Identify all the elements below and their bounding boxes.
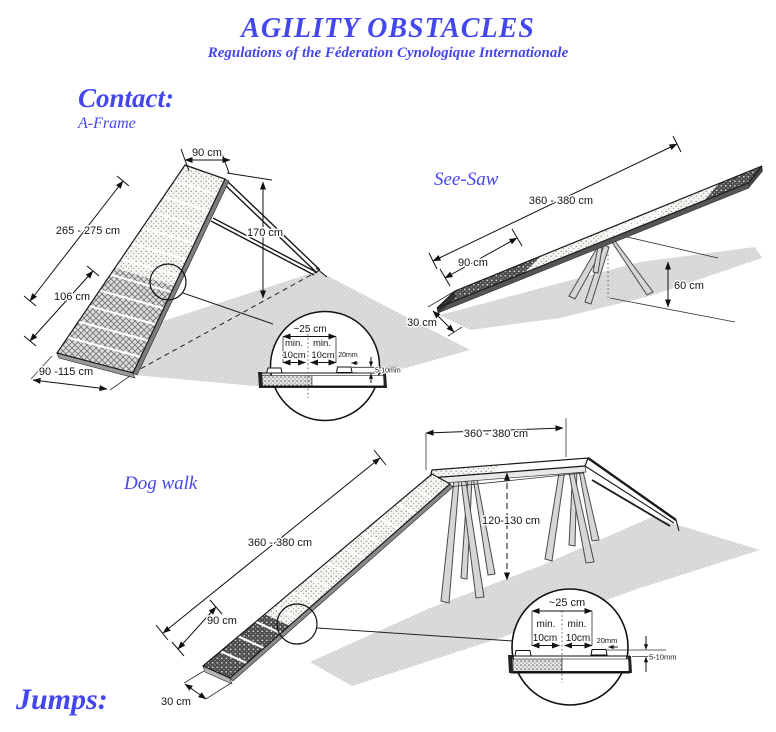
aframe-contact-zone-label: 106 cm: [54, 291, 90, 303]
dogwalk-down-ramp: [584, 457, 680, 532]
dogwalk-contact-zone-label: 90 cm: [207, 615, 237, 627]
aframe-height-label: 170 cm: [247, 227, 283, 239]
seesaw-dimensions: 360 - 380 cm 90 cm 60 cm 30 cm: [406, 135, 705, 337]
slat-left: [265, 367, 283, 374]
seesaw-length-label: 360 - 380 cm: [529, 195, 593, 207]
slat-left: [514, 650, 532, 657]
detail1-dist-left: 10cm: [282, 350, 305, 361]
seesaw-ground-shadow: [440, 247, 762, 330]
detail2-spacing-label: ~25 cm: [549, 597, 585, 609]
aframe-base-width-label: 90 -115 cm: [39, 366, 93, 378]
seesaw-plank-left-end: [437, 291, 456, 314]
dogwalk-detail-marker-circle: [276, 603, 318, 645]
aframe-detail-marker-circle: [149, 263, 187, 301]
aframe-ramp: [56, 164, 230, 379]
dogwalk-top-plank: [429, 457, 589, 485]
detail1-spacing-label: ~25 cm: [293, 324, 326, 335]
aframe-top-width-label: 90 cm: [192, 147, 222, 159]
detail2-min-left: min.: [537, 619, 556, 630]
slat-right: [590, 649, 608, 656]
dogwalk-height-label: 120-130 cm: [482, 515, 540, 527]
aframe-slat-detail-inset: ~25 cm min. min. 10cm 10cm 20mm 5-10mm: [258, 310, 402, 422]
detail1-dist-right: 10cm: [311, 350, 334, 361]
seesaw-width-label: 30 cm: [407, 317, 437, 329]
aframe-diagram: 90 cm 265 - 275 cm 170 cm 106 cm 90 -115…: [23, 146, 470, 392]
dogwalk-dimensions: 360 - 380 cm 120-130 cm 360 - 380 cm 90 …: [155, 418, 567, 710]
aframe-ramp-length-label: 265 - 275 cm: [56, 225, 120, 237]
aframe-detail-leader-line: [182, 292, 274, 325]
detail1-slat-thickness-label: 5-10mm: [375, 368, 401, 375]
seesaw-plank-right-end: [748, 166, 763, 188]
seesaw-diagram: 360 - 380 cm 90 cm 60 cm 30 cm: [406, 135, 763, 337]
detail2-dist-left: 10cm: [533, 633, 557, 644]
dogwalk-width-label: 30 cm: [161, 696, 191, 708]
detail2-dist-right: 10cm: [566, 633, 590, 644]
dogwalk-detail-leader-line: [316, 627, 514, 642]
dogwalk-ramp-length-label: 360 - 380 cm: [248, 537, 312, 549]
dogwalk-diagram: 360 - 380 cm 120-130 cm 360 - 380 cm 90 …: [155, 418, 760, 710]
seesaw-pivot-height-label: 60 cm: [674, 280, 704, 292]
dogwalk-top-length-label: 360 - 380 cm: [464, 428, 528, 440]
slat-right: [335, 366, 353, 373]
detail2-min-right: min.: [568, 619, 587, 630]
aframe-obstacle-label: A-Frame: [78, 115, 136, 132]
detail2-slat-thickness-label: 5-10mm: [649, 653, 677, 662]
detail1-slat-width-label: 20mm: [338, 352, 358, 359]
page-title: AGILITY OBSTACLES: [241, 13, 535, 44]
aframe-dimensions: 90 cm 265 - 275 cm 170 cm 106 cm 90 -115…: [23, 146, 285, 392]
detail1-min-left: min.: [285, 338, 303, 349]
section-heading-jumps: Jumps:: [16, 683, 108, 716]
detail2-slat-width-label: 20mm: [597, 636, 618, 645]
dogwalk-slat-detail-inset: ~25 cm min. min. 10cm 10cm 20mm 5-10mm: [508, 588, 678, 706]
seesaw-contact-zone-label: 90 cm: [458, 257, 488, 269]
section-heading-contact: Contact:: [78, 83, 175, 113]
detail1-min-right: min.: [313, 338, 331, 349]
page-subtitle: Regulations of the Féderation Cynologiqu…: [207, 45, 569, 61]
